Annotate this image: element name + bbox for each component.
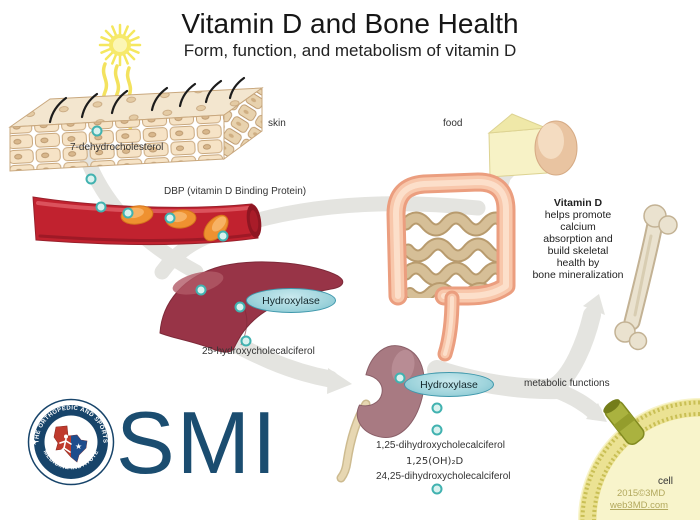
label-food: food [443, 118, 463, 129]
watermark-copyright: 2015©3MD [617, 488, 666, 499]
page-title: Vitamin D and Bone Health [181, 8, 519, 39]
label-skin: skin [268, 118, 286, 129]
smi-logo-text: SMI [116, 393, 279, 492]
label-1-25-oh2d: 1,25(OH)₂D [406, 456, 464, 467]
texas-star-icon: ★ [75, 442, 82, 451]
label-metabolic-functions: metabolic functions [524, 378, 610, 389]
label-24-25-dihydroxycholecalciferol: 24,25-dihydroxycholecalciferol [376, 471, 511, 482]
hydroxylase-kidney-label: Hydroxylase [420, 378, 478, 391]
vitamin-d-note-line: bone mineralization [532, 269, 624, 281]
label-7-dehydrocholesterol: 7-dehydrocholesterol [70, 142, 164, 153]
vitamin-d-note-line: health by [556, 257, 600, 269]
watermark-site-link[interactable]: web3MD.com [610, 500, 669, 511]
label-1-25-dihydroxycholecalciferol: 1,25-dihydroxycholecalciferol [376, 440, 505, 451]
vitamin-d-note-line: build skeletal [547, 245, 609, 257]
vitamin-d-note-line: helps promote [544, 209, 612, 221]
hair-icons [48, 76, 246, 124]
sun-icon [98, 23, 142, 132]
blood-vessel-illustration [32, 196, 262, 246]
smi-logo-badge: THE ORTHOPEDIC AND SPORTS MEDICINE INSTI… [27, 398, 115, 486]
runner-icon [58, 434, 72, 454]
egg-icon [534, 120, 578, 176]
intestines-illustration [386, 172, 516, 362]
cell-illustration [578, 398, 700, 520]
arrow-kidney-to-cell [548, 382, 602, 420]
vitamin-d-note-line: calcium [560, 221, 596, 233]
vitamin-d-note-line: absorption and [543, 233, 613, 245]
hydroxylase-badge-liver: Hydroxylase [246, 288, 336, 313]
kidney-illustration [336, 345, 425, 483]
page-subtitle: Form, function, and metabolism of vitami… [183, 41, 517, 60]
vitamin-d-molecule-icons [85, 125, 443, 495]
skin-illustration [8, 76, 264, 172]
hydroxylase-badge-kidney: Hydroxylase [404, 372, 494, 397]
label-25-hydroxycholecalciferol: 25-hydroxycholecalciferol [202, 346, 315, 357]
bone-illustration [614, 204, 678, 351]
membrane-receptor-icon [603, 399, 645, 445]
hydroxylase-liver-label: Hydroxylase [262, 294, 320, 307]
cheese-icon [487, 113, 548, 178]
label-dbp: DBP (vitamin D Binding Protein) [164, 186, 307, 197]
food-illustration [487, 113, 578, 178]
label-cell: cell [658, 476, 674, 487]
vitamin-d-note: Vitamin D helps promote calcium absorpti… [513, 197, 643, 281]
colon-icon [386, 172, 516, 362]
star-icon: ★ [31, 439, 37, 447]
vitamin-d-note-heading: Vitamin D [553, 197, 603, 209]
